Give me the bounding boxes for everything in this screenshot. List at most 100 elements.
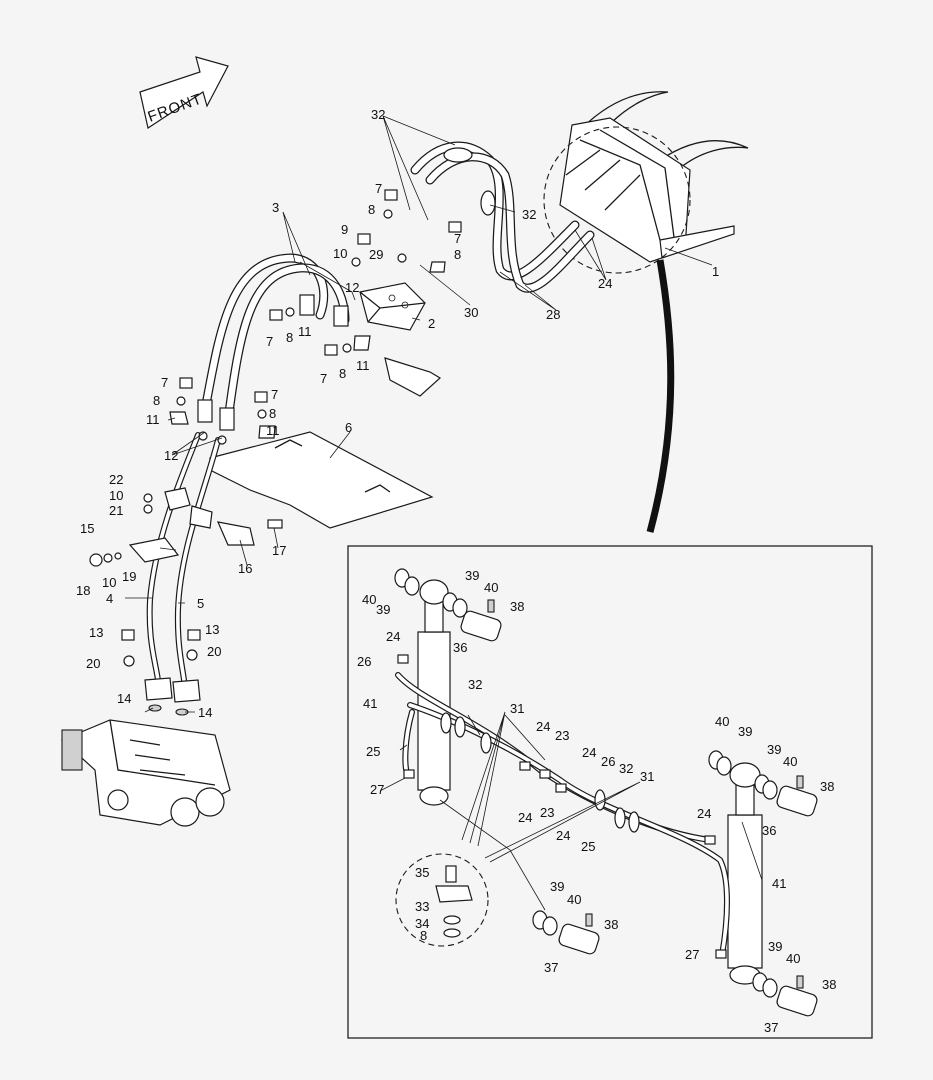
callout-label: 23 [540, 805, 554, 820]
callout-label: 11 [356, 358, 370, 373]
callout-label: 40 [786, 951, 800, 966]
callout-label: 37 [544, 960, 558, 975]
callout-label: 35 [415, 865, 429, 880]
callout-label: 41 [772, 876, 786, 891]
callout-label: 8 [454, 247, 461, 262]
callout-label: 32 [619, 761, 633, 776]
callout-label: 8 [286, 330, 293, 345]
callout-label: 27 [685, 947, 699, 962]
callout-label: 7 [454, 231, 461, 246]
callout-label: 12 [164, 448, 178, 463]
callout-label: 40 [783, 754, 797, 769]
callout-label: 3 [272, 200, 279, 215]
callout-label: 39 [768, 939, 782, 954]
grapple-assembly [543, 91, 749, 533]
callout-label: 7 [271, 387, 278, 402]
callout-label: 7 [161, 375, 168, 390]
callout-label: 14 [198, 705, 212, 720]
callout-label: 24 [536, 719, 550, 734]
callout-label: 32 [371, 107, 385, 122]
callout-label: 24 [598, 276, 612, 291]
leader-lines [125, 115, 713, 713]
hardware [89, 189, 462, 716]
callout-label: 26 [357, 654, 371, 669]
inset-cylinder-detail [347, 545, 873, 1039]
callout-label: 13 [89, 625, 103, 640]
callouts-main: 32 7 8 32 3 9 10 29 7 8 1 24 30 12 28 2 … [76, 107, 719, 720]
callout-label: 29 [369, 247, 383, 262]
callout-label: 24 [556, 828, 570, 843]
callout-label: 32 [468, 677, 482, 692]
callout-label: 40 [484, 580, 498, 595]
callout-label: 8 [339, 366, 346, 381]
callout-label: 8 [269, 406, 276, 421]
callout-label: 39 [738, 724, 752, 739]
callout-label: 39 [550, 879, 564, 894]
callout-label: 1 [712, 264, 719, 279]
callout-label: 10 [333, 246, 347, 261]
pipes-4-5 [128, 432, 255, 703]
callout-label: 8 [368, 202, 375, 217]
front-direction-arrow: FRONT [139, 56, 229, 129]
callouts-inset: 40 39 39 40 38 24 36 26 32 31 41 24 23 2… [357, 568, 836, 1035]
hoses-3 [197, 253, 350, 431]
callout-label: 2 [428, 316, 435, 331]
callout-label: 13 [205, 622, 219, 637]
callout-label: 8 [420, 928, 427, 943]
callout-label: 7 [320, 371, 327, 386]
callout-label: 11 [266, 423, 280, 438]
grapple-hoses [410, 141, 595, 293]
valve-block [359, 282, 442, 397]
callout-label: 4 [106, 591, 113, 606]
callout-label: 21 [109, 503, 123, 518]
callout-label: 9 [341, 222, 348, 237]
callout-label: 5 [197, 596, 204, 611]
callout-label: 20 [86, 656, 100, 671]
callout-label: 38 [604, 917, 618, 932]
callout-label: 10 [109, 488, 123, 503]
callout-label: 18 [76, 583, 90, 598]
callout-label: 32 [522, 207, 536, 222]
callout-label: 24 [582, 745, 596, 760]
callout-label: 28 [546, 307, 560, 322]
callout-label: 39 [767, 742, 781, 757]
callout-label: 39 [376, 602, 390, 617]
callout-label: 40 [567, 892, 581, 907]
callout-label: 40 [715, 714, 729, 729]
callout-label: 16 [238, 561, 252, 576]
callout-label: 31 [510, 701, 524, 716]
callout-label: 30 [464, 305, 478, 320]
callout-label: 33 [415, 899, 429, 914]
callout-label: 36 [453, 640, 467, 655]
callout-label: 11 [298, 324, 312, 339]
callout-label: 36 [762, 823, 776, 838]
callout-label: 31 [640, 769, 654, 784]
callout-label: 14 [117, 691, 131, 706]
callout-label: 8 [153, 393, 160, 408]
callout-label: 41 [363, 696, 377, 711]
callout-label: 38 [820, 779, 834, 794]
callout-label: 24 [386, 629, 400, 644]
callout-label: 7 [375, 181, 382, 196]
callout-label: 10 [102, 575, 116, 590]
callout-label: 11 [146, 412, 160, 427]
callout-label: 38 [510, 599, 524, 614]
cover-plate [209, 431, 434, 529]
callout-label: 40 [362, 592, 376, 607]
callout-label: 25 [366, 744, 380, 759]
callout-label: 6 [345, 420, 352, 435]
callout-label: 38 [822, 977, 836, 992]
callout-label: 25 [581, 839, 595, 854]
callout-label: 24 [518, 810, 532, 825]
callout-label: 22 [109, 472, 123, 487]
callout-label: 17 [272, 543, 286, 558]
callout-label: 27 [370, 782, 384, 797]
callout-label: 37 [764, 1020, 778, 1035]
callout-label: 23 [555, 728, 569, 743]
callout-label: 34 [415, 916, 429, 931]
control-valve [60, 719, 231, 827]
callout-label: 39 [465, 568, 479, 583]
callout-label: 26 [601, 754, 615, 769]
callout-label: 7 [266, 334, 273, 349]
